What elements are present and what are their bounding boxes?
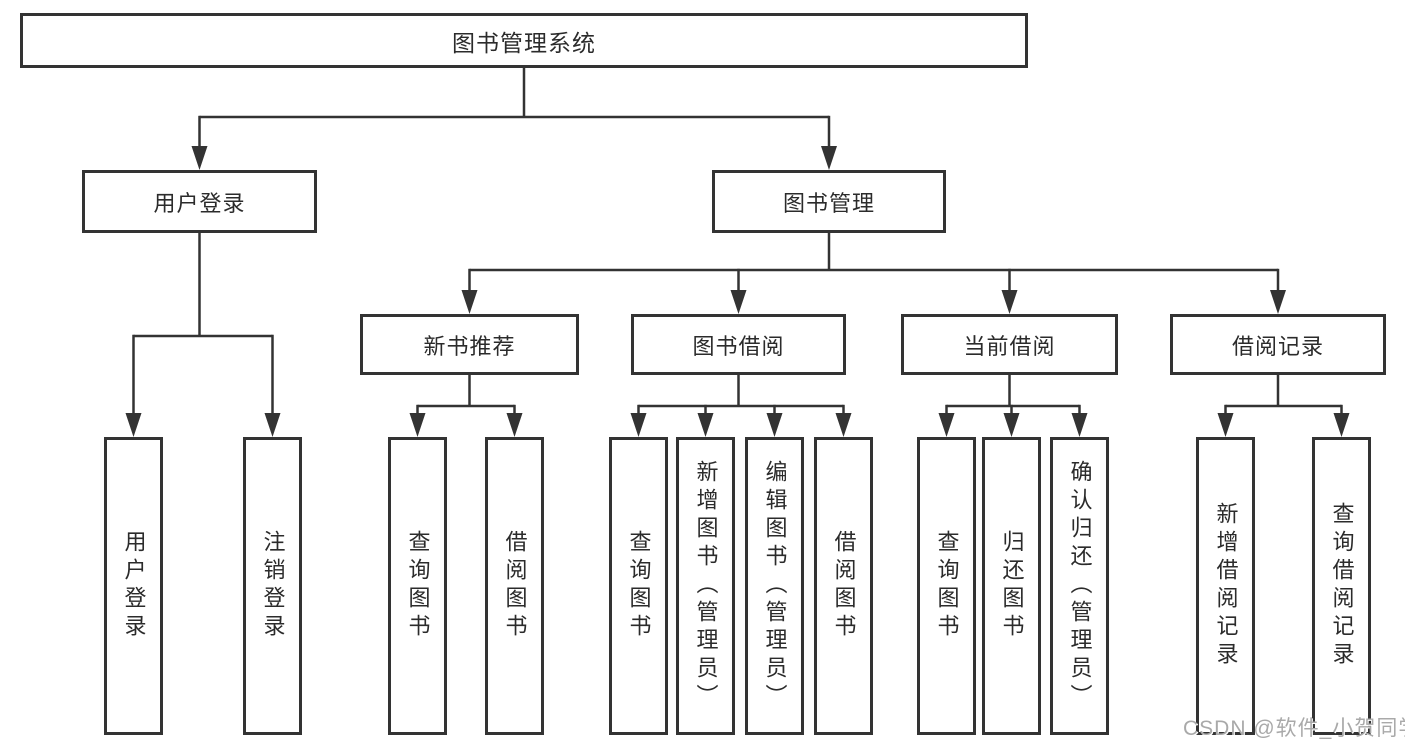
leaf-query-borrow-record: 查询借阅记录 [1312, 437, 1371, 735]
leaf-confirm-return-admin: 确认归还（管理员） [1050, 437, 1109, 735]
leaf-return-books: 归还图书 [982, 437, 1041, 735]
leaf-borrow-books-recommend: 借阅图书 [485, 437, 544, 735]
node-root-system: 图书管理系统 [20, 13, 1028, 68]
leaf-logout: 注销登录 [243, 437, 302, 735]
leaf-user-login-label: 用户登录 [121, 530, 147, 642]
node-user-login: 用户登录 [82, 170, 317, 233]
leaf-add-borrow-record-label: 新增借阅记录 [1213, 502, 1239, 670]
leaf-query-books-borrow: 查询图书 [609, 437, 668, 735]
node-book-management-label: 图书管理 [782, 190, 875, 216]
leaf-borrow-books-recommend-label: 借阅图书 [502, 530, 528, 642]
leaf-confirm-return-admin-label: 确认归还（管理员） [1067, 460, 1093, 712]
arrowheads [125, 146, 1350, 437]
node-borrowing-records: 借阅记录 [1170, 314, 1386, 375]
node-root-label: 图书管理系统 [452, 29, 596, 56]
leaf-add-books-admin: 新增图书（管理员） [676, 437, 735, 735]
leaf-query-books-current-label: 查询图书 [934, 530, 960, 642]
leaf-borrow-books: 借阅图书 [814, 437, 873, 735]
leaf-edit-books-admin-label: 编辑图书（管理员） [762, 460, 788, 712]
node-user-login-label: 用户登录 [153, 190, 246, 216]
leaf-query-borrow-record-label: 查询借阅记录 [1329, 502, 1355, 670]
leaf-add-books-admin-label: 新增图书（管理员） [693, 460, 719, 712]
node-new-book-recommendation: 新书推荐 [360, 314, 579, 375]
node-borrowing-records-label: 借阅记录 [1231, 333, 1324, 359]
node-book-borrowing-label: 图书借阅 [692, 333, 785, 359]
node-book-borrowing: 图书借阅 [631, 314, 846, 375]
leaf-query-books-recommend-label: 查询图书 [405, 530, 431, 642]
leaf-edit-books-admin: 编辑图书（管理员） [745, 437, 804, 735]
leaf-query-books-current: 查询图书 [917, 437, 976, 735]
node-book-management: 图书管理 [712, 170, 946, 233]
node-current-borrowing: 当前借阅 [901, 314, 1118, 375]
leaf-borrow-books-label: 借阅图书 [831, 530, 857, 642]
leaf-query-books-recommend: 查询图书 [388, 437, 447, 735]
leaf-query-books-borrow-label: 查询图书 [626, 530, 652, 642]
node-new-book-recommendation-label: 新书推荐 [423, 333, 516, 359]
leaf-logout-label: 注销登录 [260, 530, 286, 642]
leaf-return-books-label: 归还图书 [999, 530, 1025, 642]
node-current-borrowing-label: 当前借阅 [963, 333, 1056, 359]
csdn-watermark: CSDN @软件_小贺同学 [1183, 717, 1405, 740]
leaf-user-login: 用户登录 [104, 437, 163, 735]
leaf-add-borrow-record: 新增借阅记录 [1196, 437, 1255, 735]
